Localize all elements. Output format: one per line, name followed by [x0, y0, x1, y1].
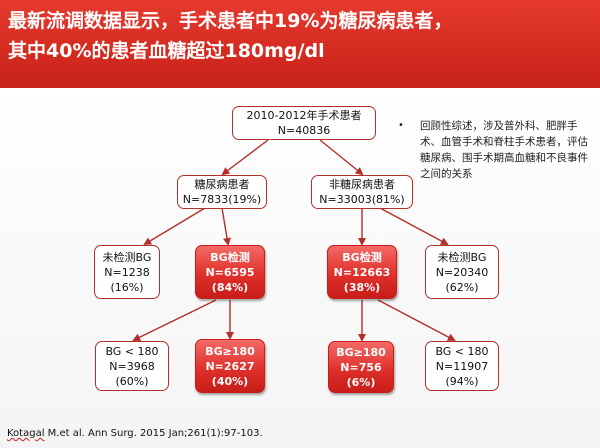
- node-d-tested-line2: N=6595: [205, 265, 255, 279]
- node-root: 2010-2012年手术患者 N=40836: [232, 106, 376, 140]
- title-line-1: 最新流调数据显示，手术患者中19%为糖尿病患者，: [8, 10, 453, 32]
- node-diabetes-line1: 糖尿病患者: [194, 178, 250, 191]
- arrow-diabetes-to-tested: [221, 207, 231, 246]
- arrow-tested-to-low: [132, 299, 217, 341]
- node-non-diabetes-untested: 未检测BG N=20340 (62%): [425, 245, 499, 299]
- title-line-2: 其中40%的患者血糖超过180mg/dl: [8, 40, 325, 62]
- node-diabetes-untested: 未检测BG N=1238 (16%): [94, 245, 160, 299]
- node-d-untested-line3: (16%): [110, 280, 144, 294]
- node-d-high-line3: (40%): [211, 374, 249, 388]
- node-n-tested-line3: (38%): [343, 280, 381, 294]
- citation-author: Kotagal: [7, 428, 45, 439]
- node-d-low-line1: BG < 180: [105, 344, 159, 358]
- node-diabetes-bg-high: BG≥180 N=2627 (40%): [195, 339, 265, 393]
- arrow-non-diabetes-to-untested: [379, 207, 449, 245]
- node-d-high-line2: N=2627: [205, 359, 255, 373]
- citation: Kotagal M.et al. Ann Surg. 2015 Jan;261(…: [7, 428, 263, 439]
- node-n-low-line2: N=11907: [435, 359, 489, 373]
- node-d-low-line3: (60%): [115, 374, 149, 388]
- arrow-root-to-non-diabetes: [319, 139, 364, 176]
- node-n-untested-line1: 未检测BG: [437, 250, 487, 264]
- node-non-diabetes-bg-high: BG≥180 N=756 (6%): [328, 341, 394, 393]
- slide-title: 最新流调数据显示，手术患者中19%为糖尿病患者， 其中40%的患者血糖超过180…: [8, 6, 596, 66]
- title-banner: 最新流调数据显示，手术患者中19%为糖尿病患者， 其中40%的患者血糖超过180…: [0, 0, 600, 88]
- node-d-low-line2: N=3968: [109, 359, 155, 373]
- node-n-tested-line2: N=12663: [333, 265, 391, 279]
- node-n-low-line3: (94%): [445, 374, 479, 388]
- citation-rest: M.et al. Ann Surg. 2015 Jan;261(1):97-10…: [44, 428, 263, 439]
- node-n-untested-line3: (62%): [445, 280, 479, 294]
- node-diabetes-tested: BG检测 N=6595 (84%): [195, 245, 265, 299]
- arrow-root-to-diabetes: [221, 139, 269, 176]
- node-non-diabetes-line2: N=33003(81%): [319, 193, 405, 206]
- node-d-untested-line2: N=1238: [104, 265, 150, 279]
- node-n-high-line2: N=756: [340, 360, 382, 374]
- arrow-ntested-to-low: [377, 299, 456, 341]
- node-diabetes-bg-low: BG < 180 N=3968 (60%): [95, 341, 169, 391]
- node-n-high-line1: BG≥180: [336, 345, 386, 359]
- node-n-high-line3: (6%): [346, 375, 376, 389]
- node-d-high-line1: BG≥180: [205, 344, 255, 358]
- note-text: 回顾性综述，涉及普外科、肥胖手术、血管手术和脊柱手术患者，评估糖尿病、围手术期高…: [420, 120, 588, 180]
- node-root-line2: N=40836: [277, 124, 331, 137]
- node-n-low-line1: BG < 180: [435, 344, 489, 358]
- arrow-diabetes-to-untested: [143, 207, 206, 246]
- node-d-tested-line3: (84%): [211, 280, 249, 294]
- node-non-diabetes-line1: 非糖尿病患者: [329, 178, 395, 191]
- node-d-untested-line1: 未检测BG: [102, 250, 152, 264]
- node-d-tested-line1: BG检测: [210, 250, 250, 264]
- node-root-line1: 2010-2012年手术患者: [246, 109, 362, 122]
- node-diabetes: 糖尿病患者 N=7833(19%): [177, 175, 267, 209]
- node-n-tested-line1: BG检测: [342, 250, 382, 264]
- node-non-diabetes: 非糖尿病患者 N=33003(81%): [311, 175, 413, 209]
- note-bullet: •: [398, 120, 404, 131]
- node-non-diabetes-bg-low: BG < 180 N=11907 (94%): [425, 341, 499, 391]
- node-n-untested-line2: N=20340: [435, 265, 489, 279]
- node-non-diabetes-tested: BG检测 N=12663 (38%): [327, 245, 397, 299]
- study-note: • 回顾性综述，涉及普外科、肥胖手术、血管手术和脊柱手术患者，评估糖尿病、围手术…: [398, 118, 588, 182]
- node-diabetes-line2: N=7833(19%): [182, 193, 262, 206]
